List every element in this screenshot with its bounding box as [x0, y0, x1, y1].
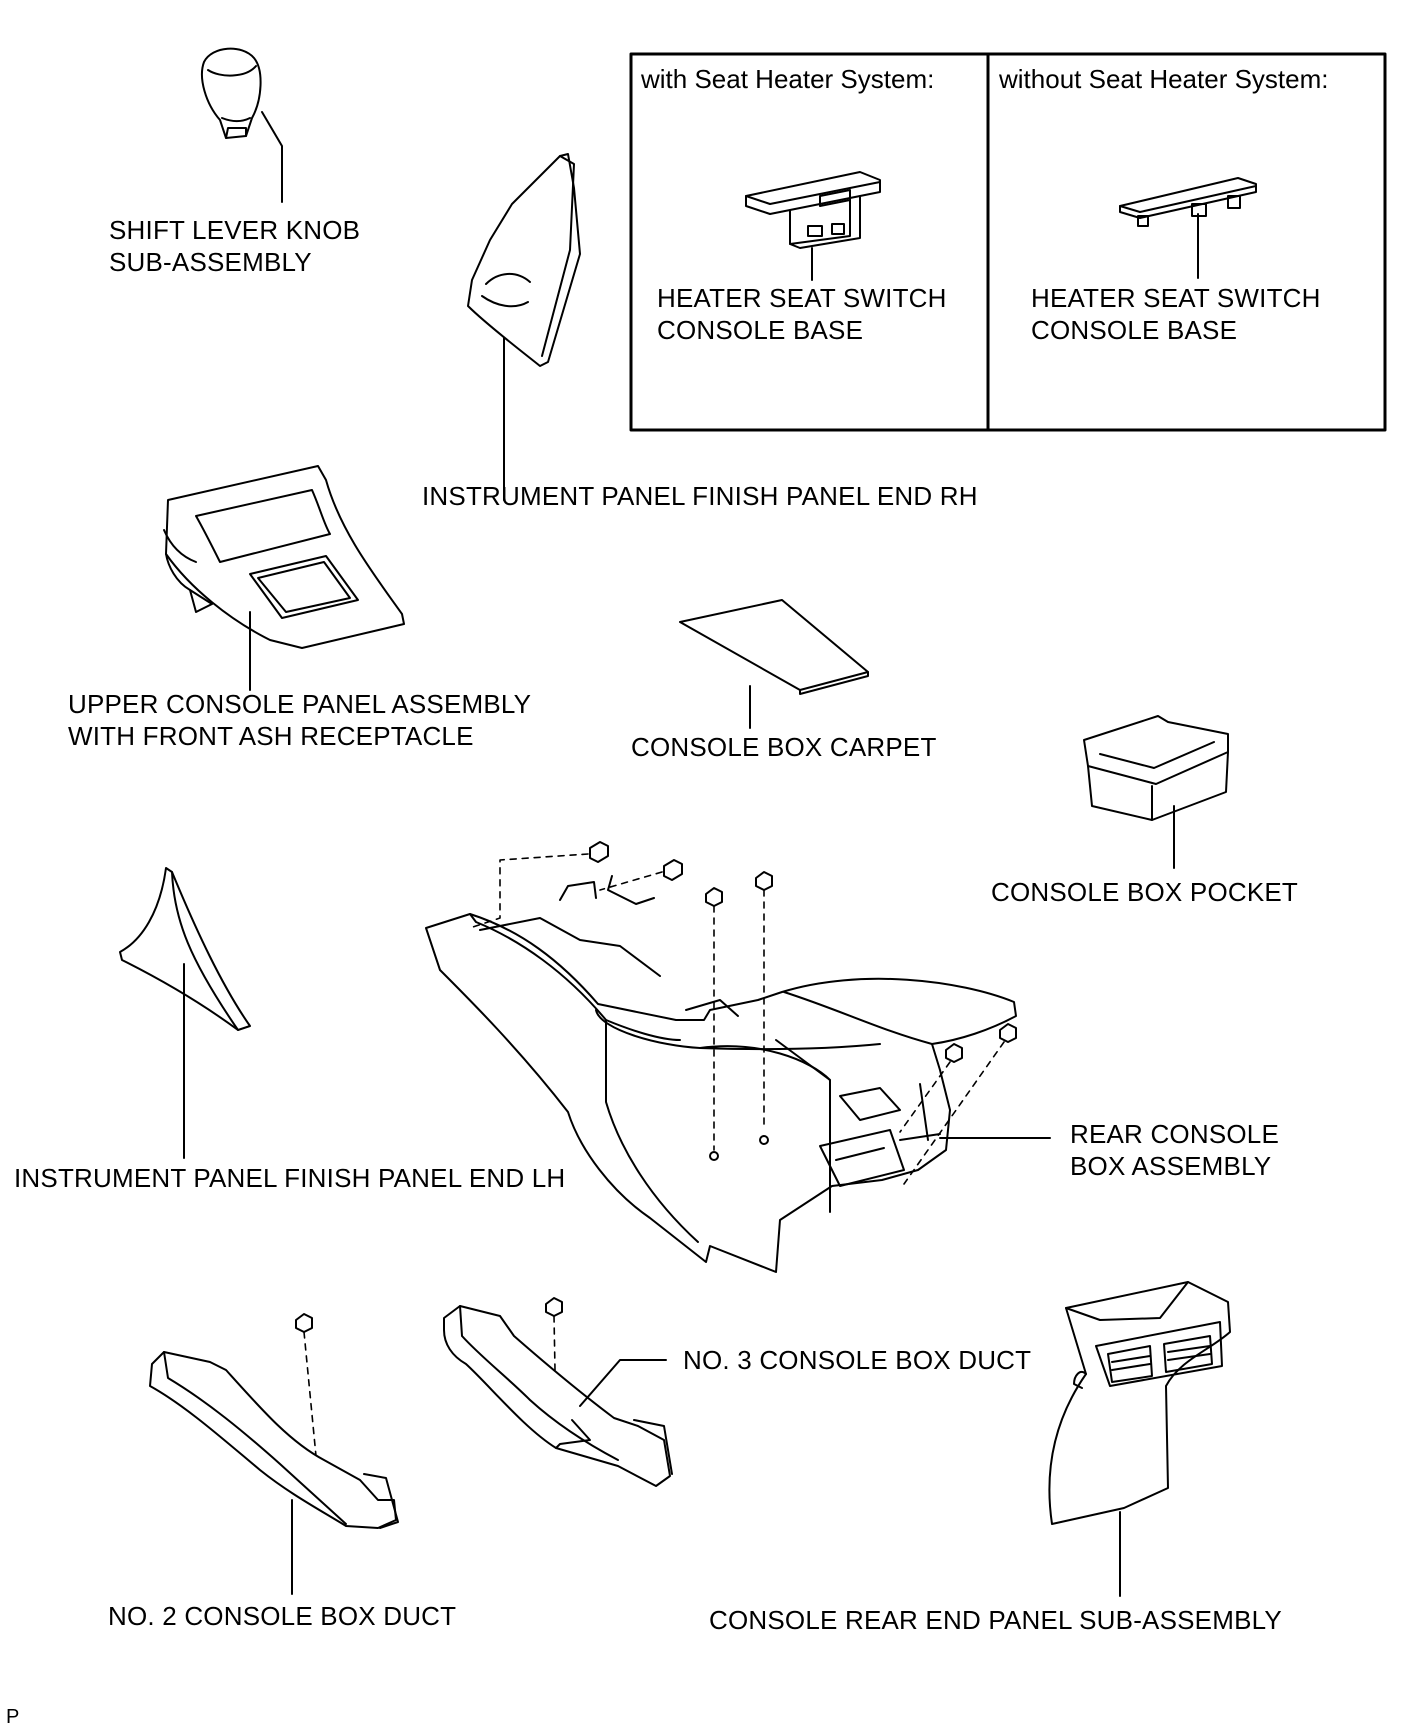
- without-heater-heading: without Seat Heater System:: [999, 64, 1329, 94]
- upper-console-panel-label: UPPER CONSOLE PANEL ASSEMBLY WITH FRONT …: [68, 689, 532, 751]
- console-box-carpet-label: CONSOLE BOX CARPET: [631, 732, 937, 762]
- variant-box: [629, 52, 1387, 432]
- shift-lever-knob-label: SHIFT LEVER KNOB SUB-ASSEMBLY: [109, 215, 361, 277]
- rear-end-panel-label: CONSOLE REAR END PANEL SUB-ASSEMBLY: [709, 1605, 1282, 1635]
- no3-duct-drawing: [443, 1305, 673, 1487]
- shift-lever-knob-drawing: [200, 47, 283, 203]
- heater-switch-without-label: HEATER SEAT SWITCH CONSOLE BASE: [1031, 283, 1321, 345]
- no3-duct-label: NO. 3 CONSOLE BOX DUCT: [683, 1345, 1032, 1375]
- rear-console-box-label: REAR CONSOLE BOX ASSEMBLY: [1070, 1119, 1280, 1181]
- rear-end-panel-drawing: [1048, 1281, 1231, 1597]
- finish-panel-lh-label: INSTRUMENT PANEL FINISH PANEL END LH: [14, 1163, 566, 1193]
- console-box-pocket-drawing: [1083, 715, 1229, 869]
- with-heater-heading: with Seat Heater System:: [641, 64, 935, 94]
- console-box-carpet-drawing: [679, 599, 869, 729]
- heater-switch-with-drawing: [745, 171, 881, 281]
- upper-console-panel-drawing: [163, 465, 405, 691]
- heater-switch-with-label: HEATER SEAT SWITCH CONSOLE BASE: [657, 283, 947, 345]
- console-box-pocket-label: CONSOLE BOX POCKET: [991, 877, 1299, 907]
- rear-console-box-drawing: [425, 875, 1051, 1273]
- console-fasteners: [295, 841, 1017, 1457]
- finish-panel-rh-drawing: [467, 153, 581, 501]
- no2-duct-drawing: [149, 1351, 399, 1595]
- figure-code: P: [6, 1706, 20, 1728]
- finish-panel-rh-label: INSTRUMENT PANEL FINISH PANEL END RH: [422, 481, 978, 511]
- no2-duct-label: NO. 2 CONSOLE BOX DUCT: [108, 1601, 457, 1631]
- heater-switch-without-drawing: [1119, 177, 1257, 279]
- finish-panel-lh-drawing: [119, 867, 251, 1159]
